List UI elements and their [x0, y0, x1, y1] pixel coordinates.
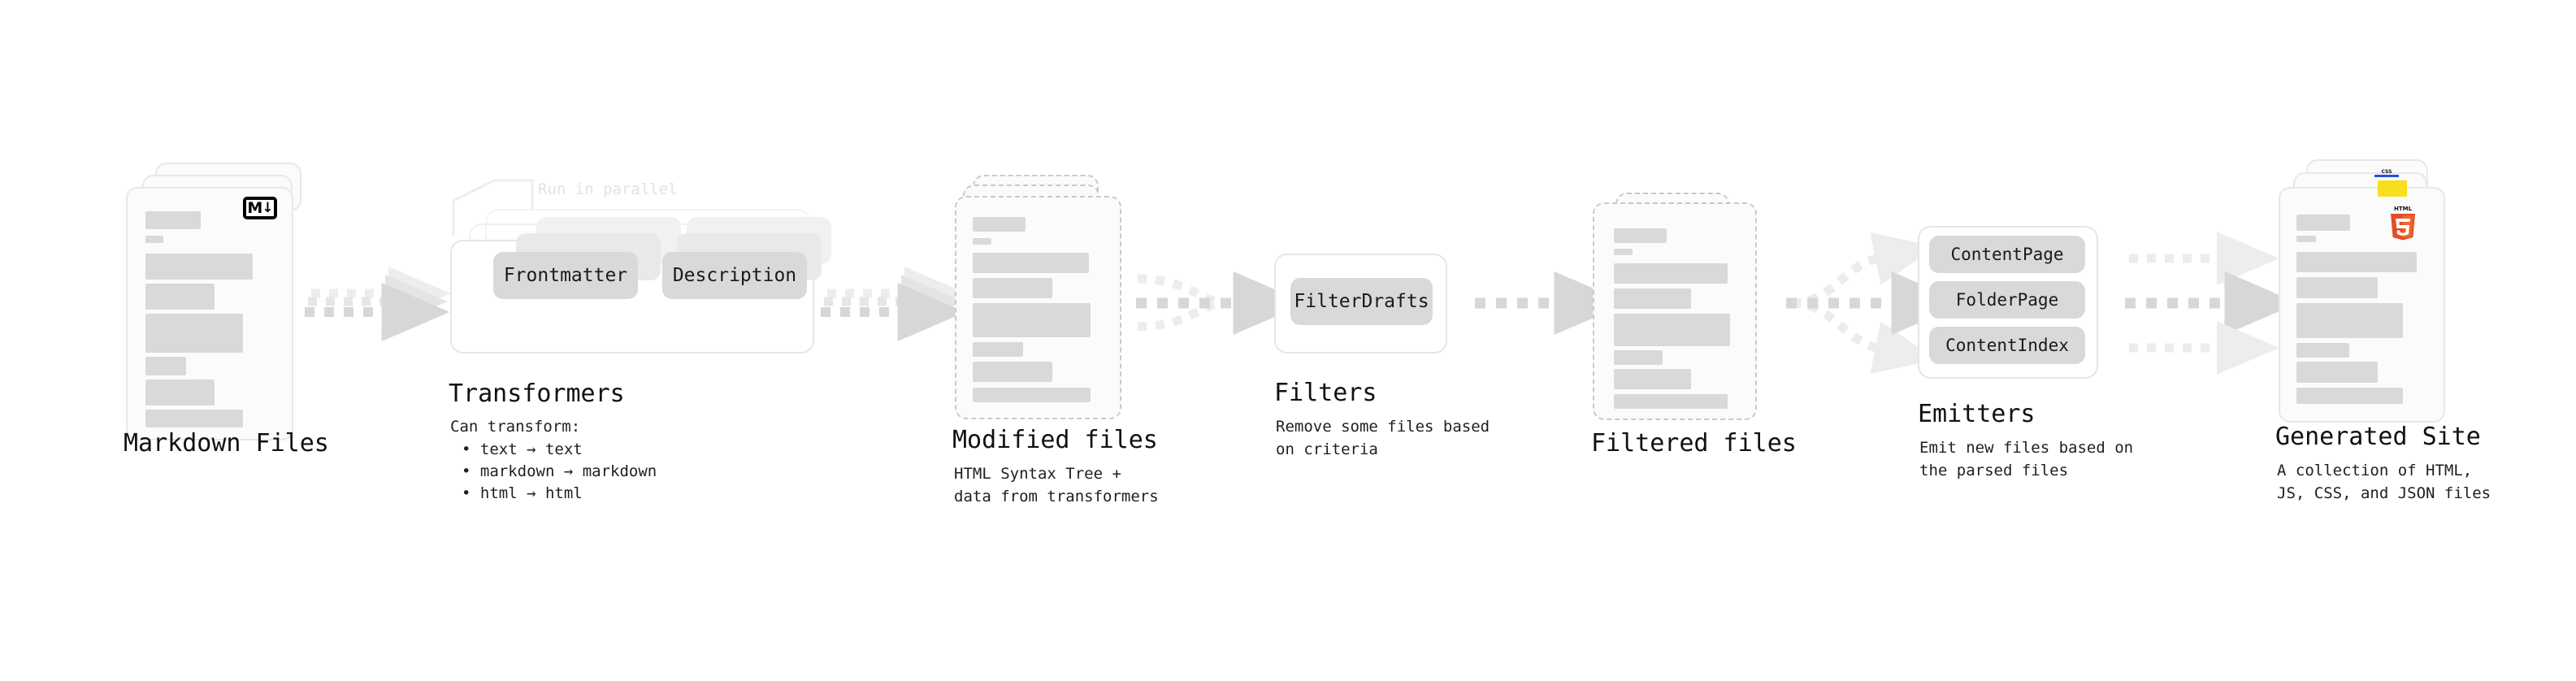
- skeleton-line: [1614, 263, 1728, 284]
- transformers-group: Frontmatter Frontmatter Frontmatter Desc…: [443, 175, 831, 362]
- svg-text:CSS: CSS: [2382, 169, 2392, 175]
- skeleton-line: [145, 410, 243, 427]
- skeleton-line: [2296, 303, 2403, 338]
- markdown-icon: M↓: [243, 197, 277, 219]
- skeleton-line: [973, 388, 1091, 402]
- file-sheet-front: [126, 187, 293, 440]
- stage-title-filtered-files: Filtered files: [1591, 429, 1797, 458]
- filtered-files-stack: [1593, 193, 1780, 436]
- stage-title-markdown-files: Markdown Files: [124, 429, 329, 458]
- skeleton-line: [145, 357, 186, 375]
- markdown-files-stack: M↓: [126, 163, 321, 447]
- stage-title-filters: Filters: [1274, 379, 1377, 407]
- skeleton-line: [1614, 369, 1691, 389]
- skeleton-line: [973, 303, 1091, 337]
- arrow-transformers-to-modified: [821, 267, 967, 341]
- skeleton-line: [1614, 350, 1663, 365]
- emitter-pill-folderpage[interactable]: FolderPage: [1929, 281, 2085, 319]
- skeleton-line: [145, 284, 215, 310]
- skeleton-line: [973, 253, 1089, 273]
- skeleton-line: [973, 217, 1026, 232]
- skeleton-line: [145, 236, 163, 243]
- css3-icon: CSS: [2373, 167, 2400, 177]
- file-sheet-front: [2279, 187, 2445, 423]
- stage-caption-transformers: Can transform:: [450, 418, 581, 436]
- stage-title-emitters: Emitters: [1918, 400, 2036, 428]
- arrow-emitters-to-site: [2125, 232, 2299, 375]
- emitter-pill-contentindex[interactable]: ContentIndex: [1929, 327, 2085, 364]
- skeleton-line: [2296, 388, 2403, 404]
- stage-caption-modified-files: HTML Syntax Tree + data from transformer…: [954, 465, 1159, 505]
- arrow-filtered-to-emitters: [1786, 232, 1966, 374]
- skeleton-line: [1614, 314, 1730, 346]
- transformer-bullet-1: • markdown → markdown: [462, 462, 657, 480]
- skeleton-line: [145, 380, 215, 406]
- filters-group: FilterDrafts: [1274, 254, 1453, 355]
- stage-caption-generated-site: A collection of HTML, JS, CSS, and JSON …: [2277, 462, 2491, 502]
- skeleton-line: [2296, 343, 2349, 358]
- transformer-pill-description[interactable]: Description: [662, 252, 807, 299]
- skeleton-line: [973, 238, 991, 245]
- skeleton-line: [2296, 215, 2350, 231]
- stage-title-modified-files: Modified files: [952, 426, 1158, 454]
- emitter-pill-contentpage[interactable]: ContentPage: [1929, 236, 2085, 273]
- transformer-pill-frontmatter[interactable]: Frontmatter: [493, 252, 638, 299]
- stage-caption-emitters: Emit new files based on the parsed files: [1919, 439, 2134, 479]
- skeleton-line: [1614, 228, 1667, 243]
- skeleton-line: [145, 314, 243, 353]
- skeleton-line: [1614, 288, 1691, 309]
- skeleton-line: [973, 362, 1052, 382]
- skeleton-line: [2296, 252, 2417, 272]
- file-sheet-front: [1593, 202, 1757, 420]
- skeleton-line: [2296, 277, 2378, 298]
- js-icon: [2378, 180, 2407, 197]
- arrow-modified-to-filters: [1136, 271, 1308, 335]
- skeleton-line: [145, 211, 201, 229]
- skeleton-line: [2296, 362, 2378, 383]
- modified-files-stack: [955, 175, 1142, 435]
- skeleton-line: [1614, 394, 1728, 409]
- generated-site-stack: CSS HTML: [2243, 159, 2446, 452]
- html5-icon: HTML: [2387, 203, 2418, 241]
- svg-text:HTML: HTML: [2394, 206, 2413, 212]
- skeleton-line: [973, 342, 1023, 357]
- transformer-bullet-0: • text → text: [462, 440, 583, 458]
- emitters-group: ContentPage FolderPage ContentIndex: [1918, 226, 2105, 384]
- skeleton-line: [1614, 249, 1633, 255]
- run-in-parallel-label: Run in parallel: [538, 180, 678, 198]
- stage-caption-filters: Remove some files based on criteria: [1276, 418, 1490, 458]
- transformer-bullet-2: • html → html: [462, 484, 583, 502]
- skeleton-line: [145, 254, 253, 280]
- skeleton-line: [2296, 236, 2316, 242]
- file-sheet-front: [955, 196, 1121, 419]
- filter-pill-filterdrafts[interactable]: FilterDrafts: [1290, 278, 1433, 325]
- skeleton-line: [973, 278, 1052, 298]
- stage-title-generated-site: Generated Site: [2275, 423, 2481, 451]
- stage-title-transformers: Transformers: [449, 380, 625, 408]
